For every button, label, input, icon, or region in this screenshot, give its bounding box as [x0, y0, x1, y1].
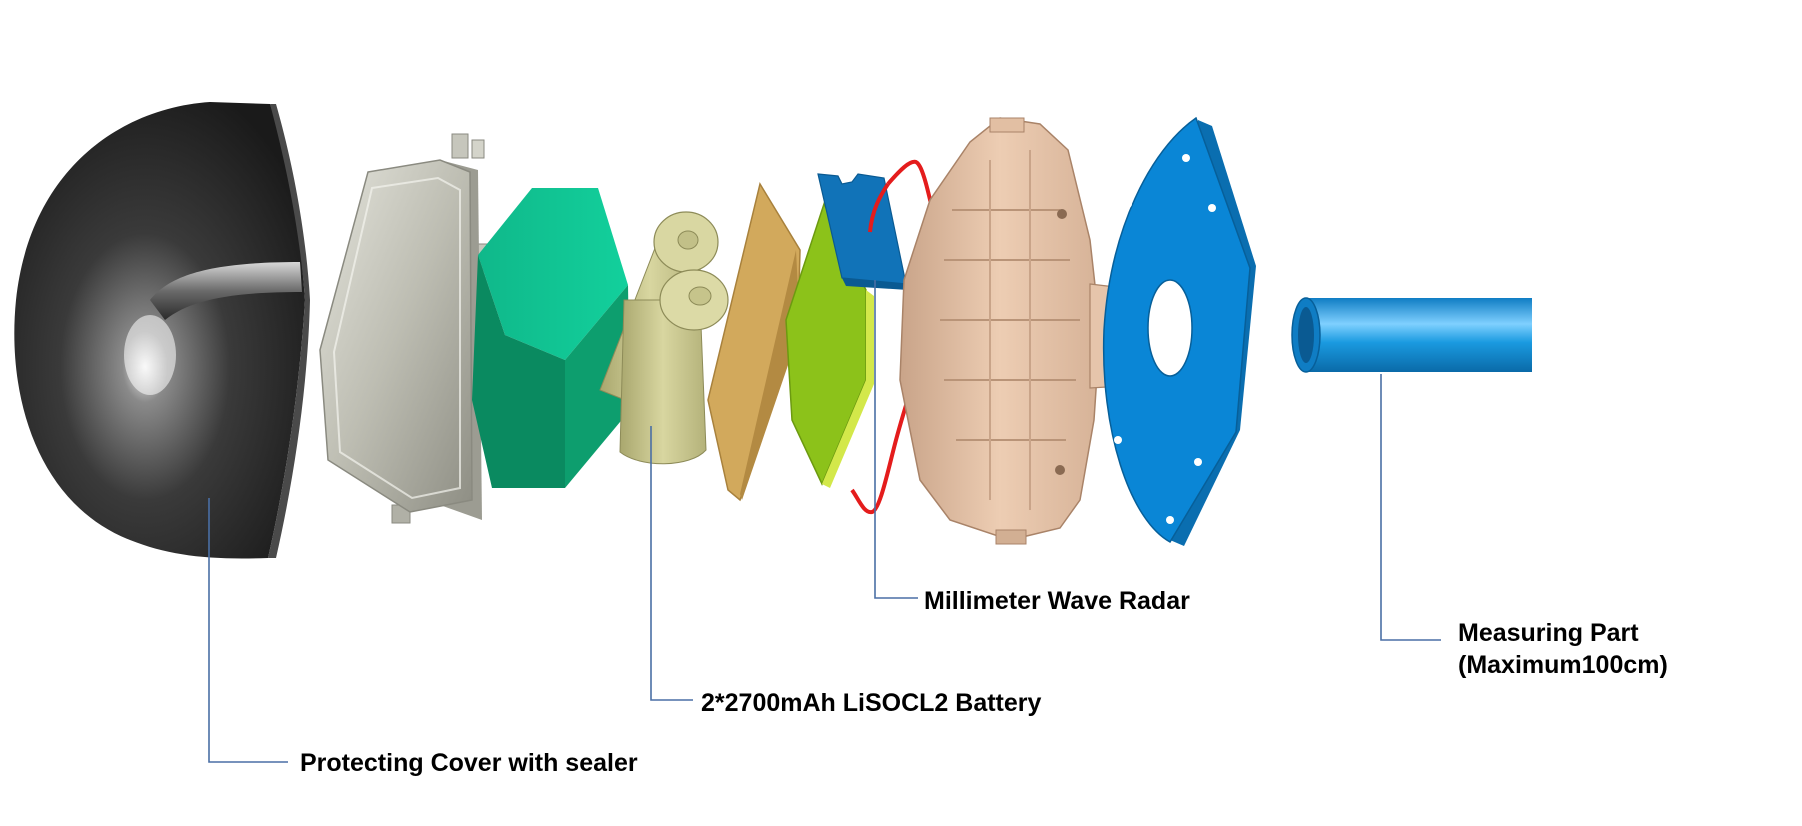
green-block — [472, 188, 630, 488]
battery-label: 2*2700mAh LiSOCL2 Battery — [701, 689, 1042, 717]
protecting-cover — [14, 102, 310, 559]
leader-lines — [208, 280, 1441, 763]
blue-flange — [1102, 116, 1256, 546]
radar-leader — [874, 280, 918, 599]
cover-label: Protecting Cover with sealer — [300, 749, 638, 777]
metal-housing — [319, 133, 497, 524]
measuring-label-line2: (Maximum100cm) — [1458, 651, 1668, 679]
gold-plate — [707, 182, 801, 502]
measuring-label-line1: Measuring Part — [1458, 619, 1639, 647]
measuring-leader — [1380, 374, 1441, 641]
battery-cells — [599, 211, 729, 465]
radar-label: Millimeter Wave Radar — [924, 587, 1190, 615]
base-body — [899, 117, 1135, 545]
cover-leader — [208, 498, 288, 763]
battery-leader — [650, 426, 693, 701]
measuring-tube — [1291, 297, 1532, 373]
